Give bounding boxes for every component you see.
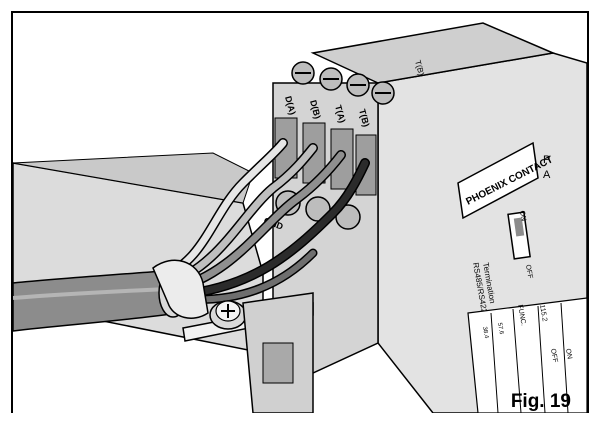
wire-bundle xyxy=(158,138,370,305)
side-letter-p: P xyxy=(543,154,550,166)
terminal-label-ta: T(A) xyxy=(333,104,347,124)
top-label: T(B) xyxy=(413,59,426,77)
termination-switch xyxy=(507,211,531,260)
table-row-1: 115.2 xyxy=(538,304,548,322)
terminal-label-da: D(A) xyxy=(283,95,298,116)
terminal-label-db: D(B) xyxy=(308,99,323,120)
figure-caption: Fig. 19 xyxy=(510,391,571,412)
side-letter-a: A xyxy=(543,169,551,181)
settings-table xyxy=(467,297,587,413)
switch-off-label: OFF xyxy=(524,264,533,279)
connector-illustration: D(A) D(B) T(A) T(B) T(B) GND xyxy=(13,22,587,413)
screw-row-top xyxy=(291,61,395,105)
table-header-off: OFF xyxy=(549,348,558,363)
table-header-on: ON xyxy=(564,348,573,360)
table-row-2: 57.6 xyxy=(496,322,504,335)
switch-on-label: ON xyxy=(518,210,527,222)
terminal-label-tb: T(B) xyxy=(357,108,371,128)
figure-frame: D(A) D(B) T(A) T(B) T(B) GND xyxy=(11,11,589,413)
table-header-func: FUNC. xyxy=(516,304,527,326)
table-row-3: 38.4 xyxy=(481,326,489,339)
